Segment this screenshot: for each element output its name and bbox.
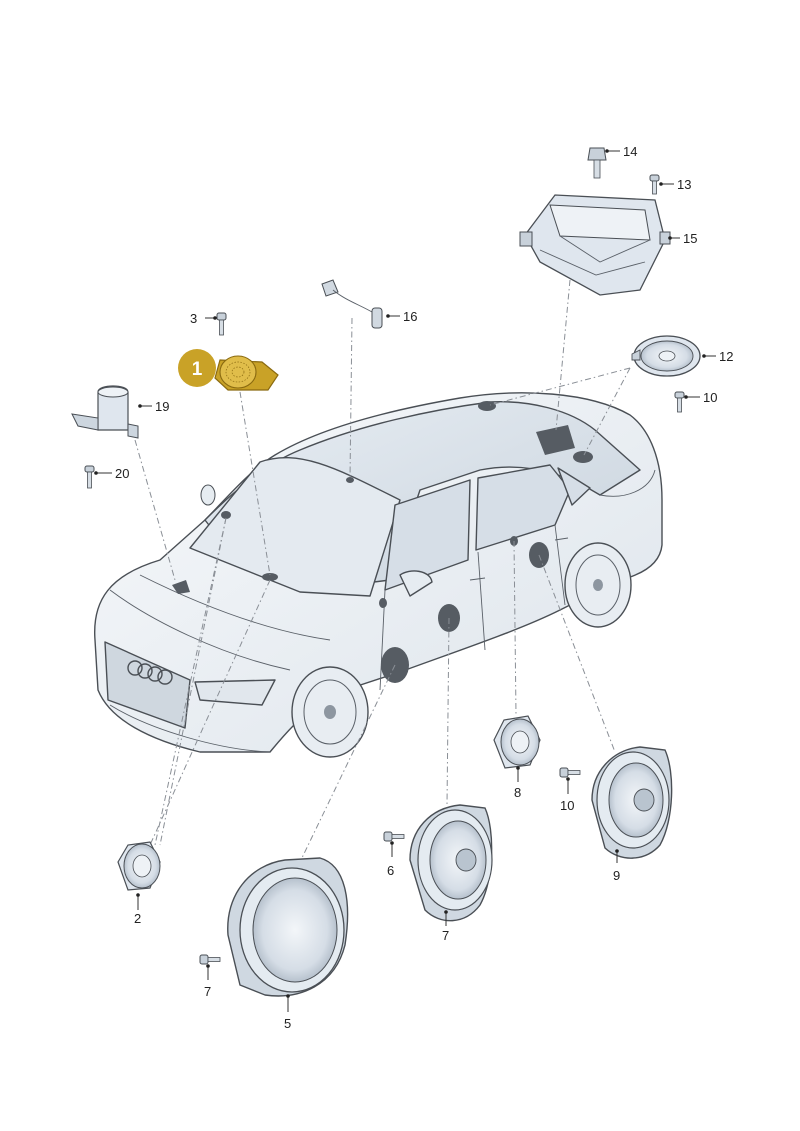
part-2-tweeter[interactable] [117, 841, 161, 910]
callout-2: 2 [134, 911, 141, 926]
part-19-wiring-connector[interactable] [321, 279, 400, 329]
callout-15: 14 [623, 144, 637, 159]
part-1-speaker-highlighted[interactable] [214, 355, 279, 391]
part-21-screw[interactable] [84, 465, 112, 489]
callout-13: 10 [703, 390, 717, 405]
audi-rings-logo [127, 660, 173, 685]
front-wheel [291, 666, 369, 758]
part-14-screw[interactable] [649, 174, 674, 195]
part-3-screw[interactable] [205, 312, 227, 336]
part-10-screw[interactable] [559, 767, 581, 794]
part-7-screw-lower[interactable] [199, 954, 221, 980]
callout-6: 7 [442, 928, 449, 943]
callout-7-lower: 7 [204, 984, 211, 999]
part-15-bolt[interactable] [587, 147, 620, 179]
part-20-bracket[interactable] [71, 385, 152, 439]
callout-7-upper: 6 [387, 863, 394, 878]
highlight-badge[interactable]: 1 [178, 349, 216, 387]
callout-8: 8 [514, 785, 521, 800]
callout-9: 9 [613, 868, 620, 883]
part-9-rear-door-speaker[interactable] [591, 746, 673, 863]
part-7-screw-upper[interactable] [383, 831, 405, 857]
callout-20: 19 [155, 399, 169, 414]
callout-21: 20 [115, 466, 129, 481]
car-illustration [93, 392, 663, 758]
part-8-rear-tweeter[interactable] [493, 715, 541, 782]
callout-14: 13 [677, 177, 691, 192]
part-16-amplifier[interactable] [519, 194, 680, 296]
callout-16: 15 [683, 231, 697, 246]
rear-wheel [564, 542, 632, 628]
part-6-door-speaker[interactable] [409, 804, 493, 926]
projection-lines [134, 279, 631, 863]
callout-12: 12 [719, 349, 733, 364]
callout-5: 5 [284, 1016, 291, 1031]
part-12-speaker[interactable] [631, 335, 716, 377]
callout-3: 3 [190, 311, 197, 326]
part-13-screw[interactable] [674, 391, 700, 413]
part-5-woofer[interactable] [227, 857, 349, 1012]
highlight-badge-label: 1 [192, 359, 203, 380]
callout-19: 16 [403, 309, 417, 324]
callout-10: 10 [560, 798, 574, 813]
